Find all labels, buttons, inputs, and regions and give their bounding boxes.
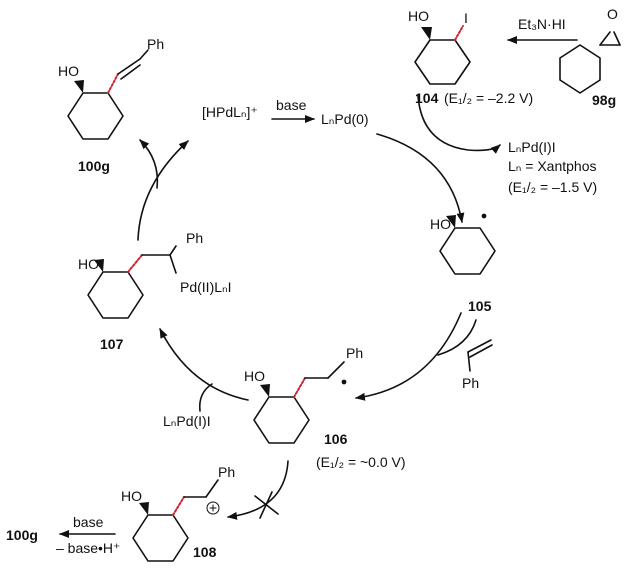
structure-108 bbox=[132, 479, 220, 562]
reagent-lnpdi-right: LₙPd(I)I bbox=[508, 139, 556, 155]
arrow-to-108 bbox=[227, 460, 289, 520]
phenyl-styrene: Ph bbox=[462, 375, 480, 391]
arrow-pd-in bbox=[198, 383, 213, 412]
hydroxyl-108: HO bbox=[121, 488, 142, 504]
structure-106 bbox=[253, 361, 347, 444]
arrow-set-104 bbox=[417, 95, 501, 154]
label-106: 106 bbox=[324, 431, 348, 447]
phenyl-100g: Ph bbox=[147, 36, 165, 52]
arrow-to-100g bbox=[139, 139, 159, 189]
potential-106: (E₁/₂ = ~0.0 V) bbox=[316, 454, 406, 470]
label-100g: 100g bbox=[78, 158, 110, 174]
arrow-beta-hydride bbox=[137, 140, 189, 241]
species-hpd: [HPdLₙ]⁺ bbox=[202, 104, 258, 120]
potential-pd: (E₁/₂ = –1.5 V) bbox=[508, 179, 598, 195]
reagent-base-top: base bbox=[276, 97, 307, 113]
phenyl-108: Ph bbox=[218, 464, 236, 480]
epoxide-oxygen: O bbox=[607, 6, 618, 22]
phenyl-106: Ph bbox=[346, 345, 364, 361]
structure-98g bbox=[559, 31, 621, 94]
reagent-lnpdi-bottom: LₙPd(I)I bbox=[163, 413, 211, 429]
byproduct-base-h: – base•H⁺ bbox=[56, 540, 121, 556]
arrow-styrene-in bbox=[437, 319, 477, 356]
product-100g: 100g bbox=[6, 527, 38, 543]
reagent-base-bottom: base bbox=[73, 514, 104, 530]
arrow-radical-addition bbox=[355, 312, 462, 401]
hydroxyl-105: HO bbox=[430, 216, 451, 232]
ligand-definition: Lₙ = Xantphos bbox=[508, 158, 597, 174]
structure-105 bbox=[439, 213, 496, 275]
phenyl-107: Ph bbox=[186, 230, 204, 246]
structure-100g bbox=[67, 49, 149, 140]
iodine-104: I bbox=[464, 10, 468, 26]
structure-104 bbox=[414, 25, 471, 85]
label-108: 108 bbox=[193, 544, 217, 560]
hydroxyl-106: HO bbox=[244, 368, 265, 384]
hydroxyl-107: HO bbox=[78, 256, 99, 272]
arrow-oxidative bbox=[376, 133, 465, 223]
label-105: 105 bbox=[468, 298, 492, 314]
hydroxyl-104: HO bbox=[408, 8, 429, 24]
label-104: 104 bbox=[415, 90, 439, 106]
potential-104: (E₁/₂ = –2.2 V) bbox=[444, 90, 534, 106]
arrow-radical-capture bbox=[159, 328, 249, 401]
species-lnpd0: LₙPd(0) bbox=[321, 111, 369, 127]
structure-styrene bbox=[467, 339, 493, 372]
reagent-et3n-hi: Et₃N·HI bbox=[518, 16, 566, 32]
hydroxyl-100g: HO bbox=[58, 63, 79, 79]
structure-107 bbox=[87, 245, 177, 319]
pd-ii-107: Pd(II)LₙI bbox=[180, 279, 232, 295]
label-107: 107 bbox=[100, 336, 124, 352]
label-98g: 98g bbox=[592, 92, 617, 108]
